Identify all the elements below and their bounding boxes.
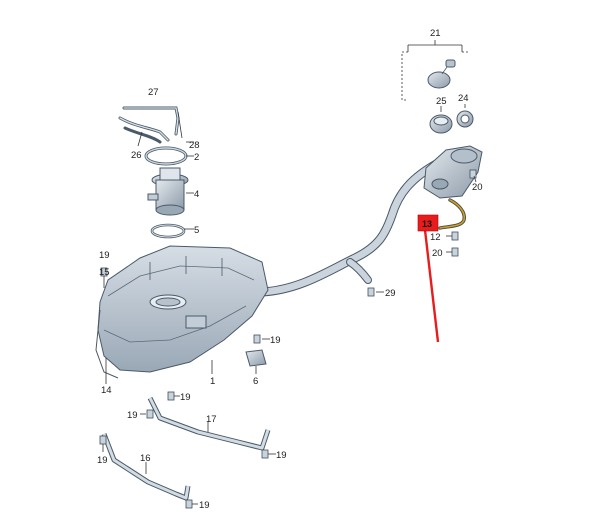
label-16: 16 (140, 453, 151, 464)
label-13: 13 (422, 219, 432, 229)
filler-neck-housing (423, 145, 483, 199)
label-1: 1 (210, 376, 215, 387)
locking-ring-2 (144, 146, 188, 166)
leader-lines (102, 104, 477, 505)
label-15: 15 (99, 267, 110, 278)
fuel-line-27 (122, 106, 180, 136)
fuel-lines-26 (118, 116, 170, 144)
filler-cap (427, 59, 456, 89)
label-19c: 19 (180, 392, 191, 403)
label-19a: 19 (99, 250, 110, 261)
label-28: 28 (189, 140, 200, 151)
label-19b: 19 (270, 335, 281, 346)
label-4: 4 (194, 189, 199, 200)
label-27: 27 (148, 87, 159, 98)
label-25: 25 (436, 96, 447, 107)
label-19f: 19 (276, 450, 287, 461)
label-20a: 20 (472, 182, 483, 193)
highlight-part-13: 13 (417, 214, 440, 343)
label-19g: 19 (199, 500, 210, 511)
strap-16 (101, 433, 191, 501)
label-19d: 19 (127, 410, 138, 421)
filler-ring-25 (429, 114, 453, 134)
part-labels: 27 28 2 26 4 5 19 15 14 1 6 19 19 19 17 … (97, 28, 483, 511)
fuel-tank-1 (95, 245, 269, 379)
seal-5 (150, 223, 186, 239)
label-20b: 20 (432, 248, 443, 259)
label-21: 21 (430, 28, 441, 39)
label-24: 24 (458, 93, 469, 104)
label-5: 5 (194, 225, 199, 236)
group-bracket-21 (401, 40, 470, 101)
label-26: 26 (131, 150, 142, 161)
filler-neck-pipe (257, 157, 445, 297)
seal-ring-24 (456, 110, 474, 128)
fuel-pump-4 (147, 167, 189, 216)
label-14: 14 (101, 385, 112, 396)
label-29: 29 (385, 288, 396, 299)
label-19e: 19 (97, 455, 108, 466)
breather-line-12 (438, 198, 466, 230)
label-17: 17 (206, 414, 217, 425)
bracket-6 (245, 349, 267, 367)
label-6: 6 (253, 376, 258, 387)
strap-17 (147, 396, 271, 451)
label-12: 12 (430, 232, 441, 243)
label-2: 2 (194, 152, 199, 163)
